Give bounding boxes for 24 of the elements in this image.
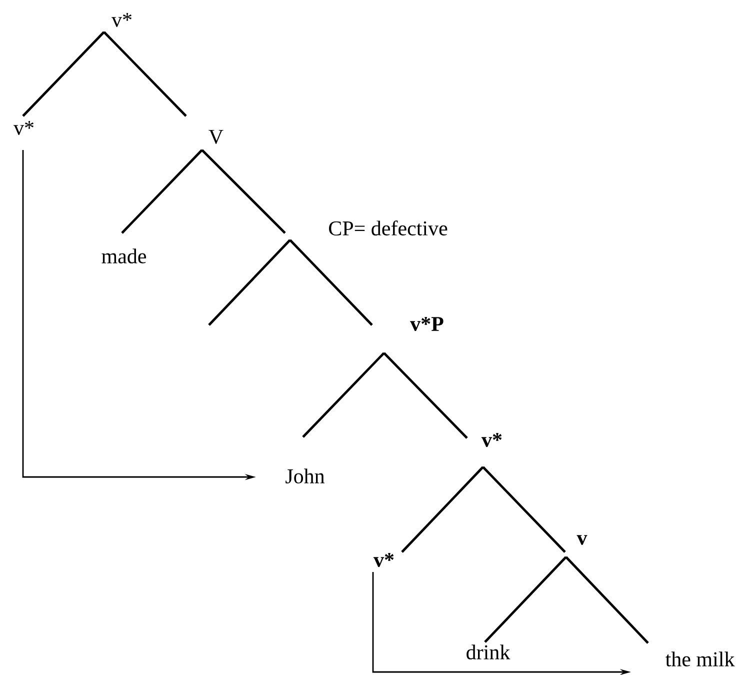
tree-branch (302, 352, 385, 438)
tree-label: drink (466, 644, 510, 660)
tree-branch (484, 556, 567, 643)
tree-label: v* (14, 121, 34, 135)
tree-label: v* (374, 552, 394, 568)
tree-branch (121, 149, 203, 234)
tree-label: V (208, 130, 224, 144)
tree-label: v*P (410, 316, 444, 332)
tree-branch (401, 466, 484, 553)
tree-label: v* (112, 13, 132, 27)
tree-branch (22, 31, 105, 117)
tree-branch (482, 466, 566, 553)
tree-label: the milk (666, 652, 735, 666)
tree-label: v* (482, 432, 502, 448)
tree-branch (208, 239, 291, 326)
tree-branch (565, 556, 649, 644)
tree-label: made (102, 248, 146, 264)
tree-label: v (576, 535, 588, 545)
tree-branch (103, 31, 187, 117)
tree-label: CP= defective (329, 220, 448, 236)
tree-branch (383, 352, 468, 439)
tree-branch (201, 149, 286, 234)
tree-branch (289, 239, 373, 326)
tree-label: John (286, 468, 325, 484)
